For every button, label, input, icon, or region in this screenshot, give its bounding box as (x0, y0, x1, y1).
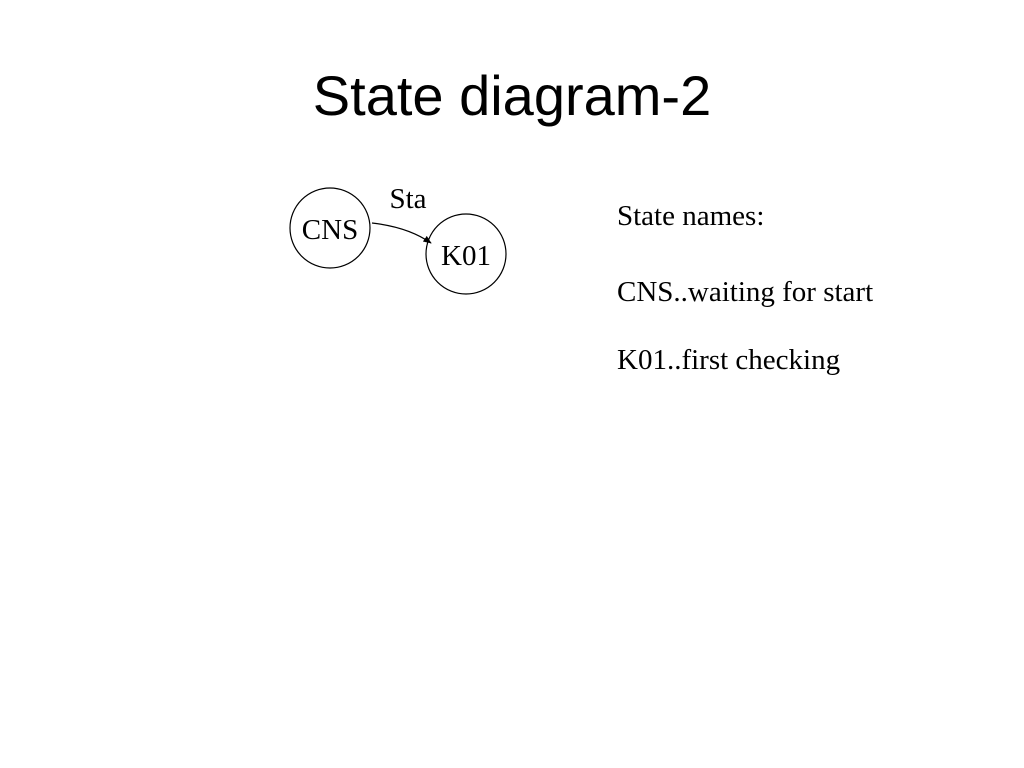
legend-entry-k01: K01..first checking (617, 344, 841, 376)
state-cns-label: CNS (302, 214, 358, 246)
transition-label: Sta (389, 183, 426, 215)
state-k01-circle (425, 213, 507, 295)
state-cns: CNS (289, 187, 371, 269)
transition-arrow (371, 222, 432, 244)
state-names-legend: State names: CNS..waiting for start K01.… (617, 196, 873, 408)
legend-entry-cns: CNS..waiting for start (617, 276, 874, 308)
transition-cns-k01: Sta (371, 183, 432, 244)
state-cns-circle (289, 187, 371, 269)
state-k01-label: K01 (441, 240, 491, 272)
state-k01: K01 (425, 213, 507, 295)
slide-title: State diagram-2 (312, 64, 712, 127)
legend-heading: State names: (617, 200, 765, 232)
